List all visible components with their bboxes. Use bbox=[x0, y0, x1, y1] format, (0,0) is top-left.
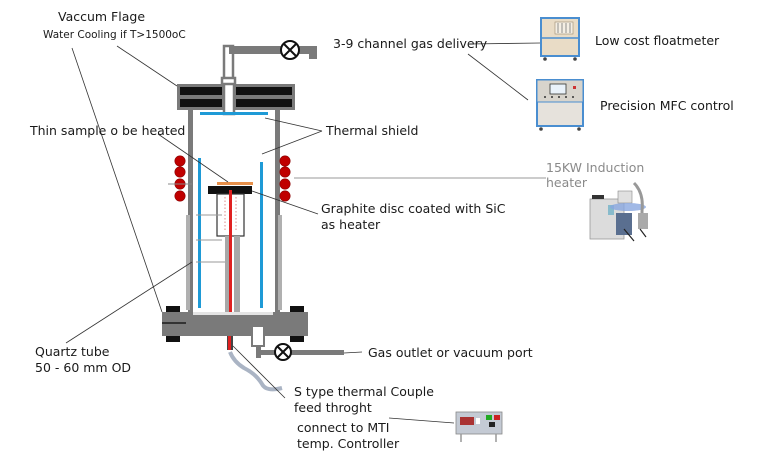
label-quartz-1: Quartz tube bbox=[35, 344, 110, 359]
induction-heater-device-icon[interactable] bbox=[589, 181, 648, 242]
label-water-cooling: Water Cooling if T>1500oC bbox=[43, 29, 186, 41]
valve-icon[interactable] bbox=[280, 40, 300, 60]
label-induction-heater-1: 15KW Induction bbox=[546, 160, 645, 175]
label-graphite-2: as heater bbox=[321, 217, 381, 232]
label-controller-2: temp. Controller bbox=[297, 436, 400, 451]
label-vacuum-flange: Vaccum Flage bbox=[58, 9, 146, 24]
label-thin-sample: Thin sample o be heated bbox=[30, 123, 186, 138]
label-gas-delivery: 3-9 channel gas delivery bbox=[333, 36, 488, 51]
label-gas-outlet: Gas outlet or vacuum port bbox=[368, 345, 533, 360]
chamber-wall bbox=[186, 110, 282, 322]
thermocouple-cable bbox=[228, 351, 283, 392]
label-thermocouple-1: S type thermal Couple bbox=[294, 384, 434, 399]
mfc-device-icon[interactable] bbox=[536, 79, 584, 131]
label-controller-1: connect to MTI bbox=[297, 420, 390, 435]
heater-assembly bbox=[196, 182, 253, 318]
label-thermal-shield: Thermal shield bbox=[326, 123, 419, 138]
thermocouple bbox=[229, 190, 232, 340]
floatmeter-device-icon[interactable] bbox=[540, 17, 580, 61]
valve-icon[interactable] bbox=[274, 343, 292, 361]
temperature-controller-icon[interactable] bbox=[455, 411, 503, 442]
label-floatmeter: Low cost floatmeter bbox=[595, 33, 720, 48]
label-thermocouple-2: feed throght bbox=[294, 400, 372, 415]
label-quartz-2: 50 - 60 mm OD bbox=[35, 360, 132, 375]
label-mfc: Precision MFC control bbox=[600, 98, 734, 113]
gas-inlet-pipe bbox=[220, 44, 317, 90]
top-vacuum-flange bbox=[177, 82, 295, 116]
sample bbox=[217, 182, 253, 185]
gas-outlet-pipe bbox=[256, 346, 344, 358]
label-graphite-1: Graphite disc coated with SiC bbox=[321, 201, 506, 216]
thermal-shield bbox=[198, 112, 268, 308]
bottom-flange bbox=[162, 306, 308, 350]
coil-icon bbox=[168, 155, 291, 202]
leader-lines bbox=[65, 42, 541, 424]
label-induction-heater-2: heater bbox=[546, 175, 588, 190]
